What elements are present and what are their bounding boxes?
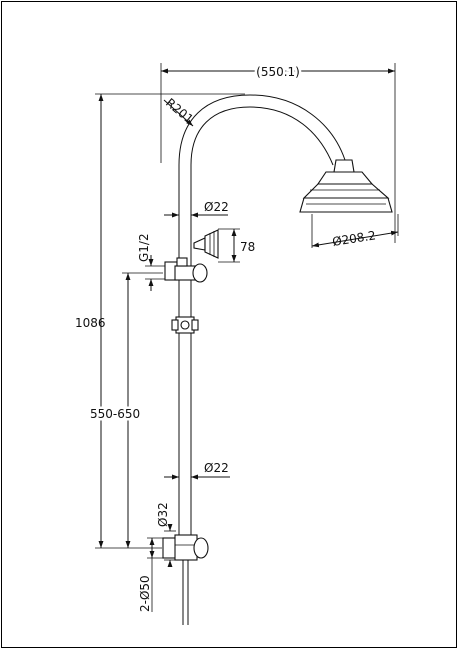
dim-bracket-range — [122, 272, 163, 548]
label-thread: G1/2 — [137, 233, 151, 262]
label-pipe-lower: Ø22 — [204, 461, 229, 475]
dim-rose-diameter — [311, 214, 399, 248]
label-bracket-range: 550-650 — [90, 407, 140, 421]
dim-handpiece — [218, 228, 240, 263]
slider-clamp — [171, 316, 199, 334]
label-inlet: Ø32 — [156, 502, 170, 527]
upper-bracket — [164, 257, 208, 283]
shower-rail — [178, 94, 346, 625]
label-arm-span: (550.1) — [256, 65, 300, 79]
dim-thread — [145, 255, 165, 291]
label-pipe-upper: Ø22 — [204, 200, 229, 214]
dim-total-height — [95, 93, 245, 549]
handpiece — [193, 229, 219, 259]
dim-hose-spacing — [147, 537, 165, 612]
diverter-valve — [162, 534, 209, 561]
label-hose-spacing: 2-Ø50 — [138, 575, 152, 612]
label-rose-diameter: Ø208.2 — [331, 228, 376, 249]
label-total-height: 1086 — [75, 316, 106, 330]
shower-rose — [299, 159, 393, 213]
dim-inlet — [164, 524, 176, 567]
label-handpiece-height: 78 — [240, 240, 255, 254]
label-arm-radius: R201 — [163, 96, 196, 127]
dim-arm-span — [160, 63, 396, 243]
dim-radius — [163, 99, 194, 127]
